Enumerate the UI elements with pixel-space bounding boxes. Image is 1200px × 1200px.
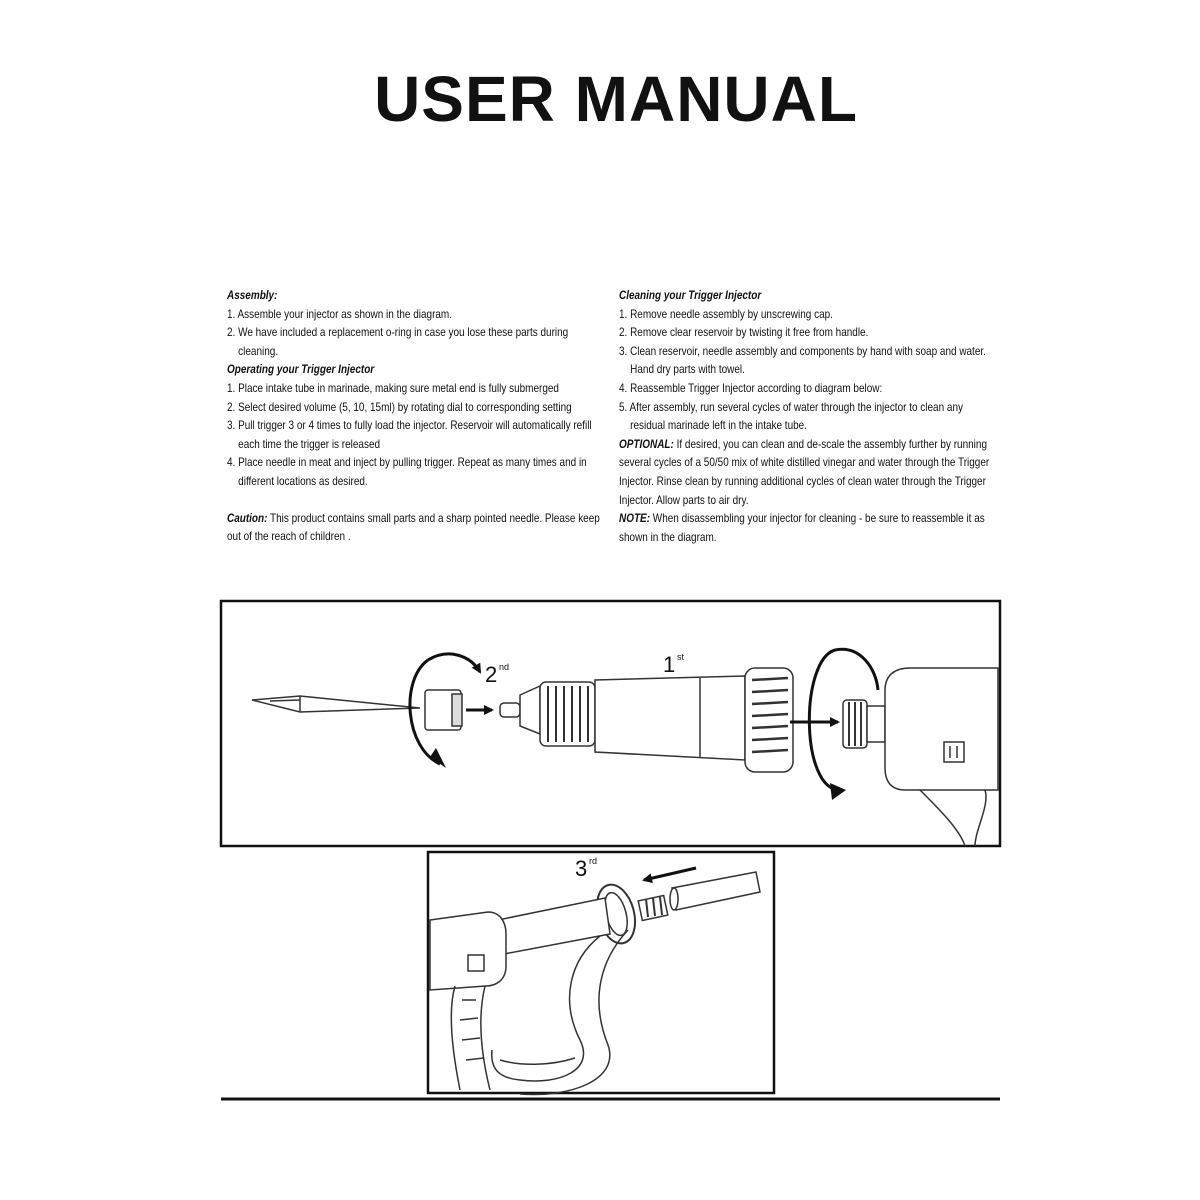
needle-illustration bbox=[251, 695, 421, 713]
step-2-number: 2 bbox=[485, 662, 497, 687]
handle-connector bbox=[842, 699, 886, 749]
rotation-arrow-1st bbox=[807, 647, 880, 792]
step-2-suffix: nd bbox=[499, 662, 509, 672]
optional-label: OPTIONAL: bbox=[619, 437, 674, 451]
caution-paragraph: Caution: This product contains small par… bbox=[227, 510, 605, 547]
step-1-suffix: st bbox=[677, 652, 685, 662]
needle-cap bbox=[424, 689, 463, 731]
list-item: 2. We have included a replacement o-ring… bbox=[227, 326, 569, 358]
list-item: 1. Place intake tube in marinade, making… bbox=[227, 381, 559, 395]
step-3-suffix: rd bbox=[589, 856, 597, 866]
intake-tube bbox=[669, 871, 761, 911]
top-diagram-frame bbox=[219, 599, 1002, 848]
list-item: 2. Remove clear reservoir by twisting it… bbox=[619, 326, 869, 340]
list-item: 2. Select desired volume (5, 10, 15ml) b… bbox=[227, 400, 572, 414]
barrel-tube bbox=[497, 897, 611, 955]
left-column: Assembly: 1. Assemble your injector as s… bbox=[227, 287, 605, 547]
bottom-diagram-frame bbox=[426, 850, 776, 1095]
reservoir-barrel bbox=[594, 675, 746, 761]
note-paragraph: NOTE: When disassembling your injector f… bbox=[619, 510, 999, 547]
right-column: Cleaning your Trigger Injector 1. Remove… bbox=[619, 287, 999, 547]
note-label: NOTE: bbox=[619, 512, 651, 526]
rotation-arrow-2nd bbox=[408, 652, 482, 766]
list-item: 4. Place needle in meat and inject by pu… bbox=[227, 456, 587, 488]
arrow-left-icon bbox=[642, 866, 697, 884]
list-item: 1. Remove needle assembly by unscrewing … bbox=[619, 307, 833, 321]
list-item: 3. Pull trigger 3 or 4 times to fully lo… bbox=[227, 419, 592, 451]
optional-text: If desired, you can clean and de-scale t… bbox=[619, 437, 990, 507]
page-title: USER MANUAL bbox=[374, 63, 858, 135]
tube-fitting bbox=[637, 894, 669, 922]
list-item: 1. Assemble your injector as shown in th… bbox=[227, 307, 453, 321]
optional-paragraph: OPTIONAL: If desired, you can clean and … bbox=[619, 436, 999, 510]
operating-heading: Operating your Trigger Injector bbox=[227, 363, 375, 377]
rotation-arrowhead bbox=[830, 783, 846, 800]
fitting-tip bbox=[499, 684, 541, 736]
handle-body bbox=[884, 667, 999, 847]
barrel-thread-ring bbox=[744, 667, 794, 773]
note-text: When disassembling your injector for cle… bbox=[619, 512, 985, 544]
cleaning-heading: Cleaning your Trigger Injector bbox=[619, 289, 762, 302]
step-1-number: 1 bbox=[663, 652, 675, 677]
list-item: 4. Reassemble Trigger Injector according… bbox=[619, 381, 883, 395]
handle-grip bbox=[429, 911, 507, 1091]
rotation-arrowhead bbox=[430, 748, 446, 768]
caution-text: This product contains small parts and a … bbox=[227, 511, 600, 544]
list-item: 3. Clean reservoir, needle assembly and … bbox=[619, 344, 986, 377]
trigger-loop bbox=[491, 929, 629, 1096]
caution-label: Caution: bbox=[227, 511, 268, 525]
list-item: 5. After assembly, run several cycles of… bbox=[619, 400, 963, 433]
threaded-section bbox=[539, 681, 596, 747]
step-3-number: 3 bbox=[575, 856, 587, 881]
assembly-heading: Assembly: bbox=[227, 289, 278, 302]
